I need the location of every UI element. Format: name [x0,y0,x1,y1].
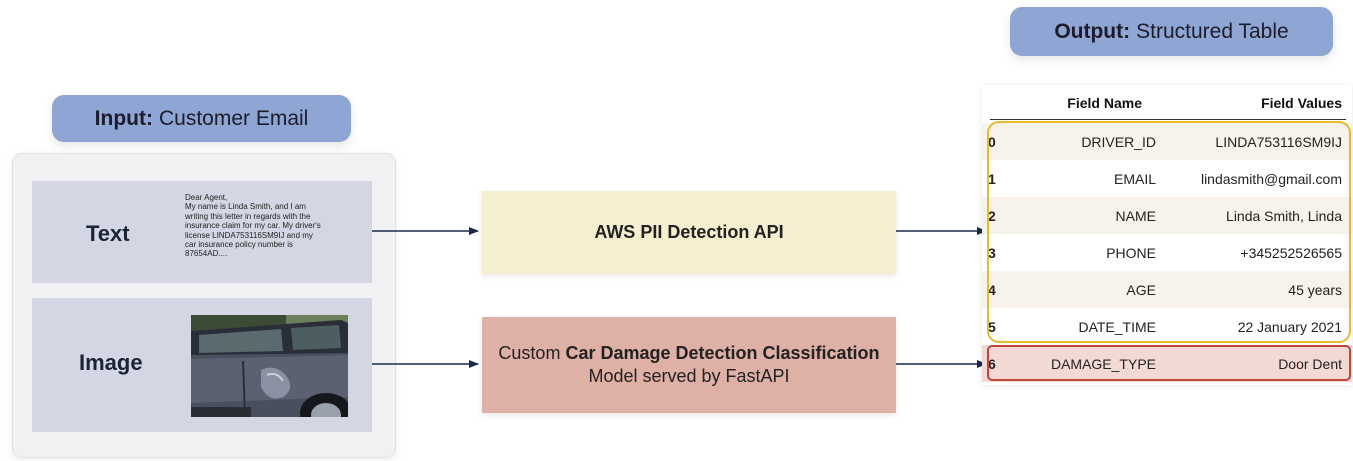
table-body: 0 DRIVER_ID LINDA753116SM9IJ 1 EMAIL lin… [982,123,1352,382]
table-row: 1 EMAIL lindasmith@gmail.com [982,160,1352,197]
damage-model-post: Model served by FastAPI [588,366,790,386]
row-index: 5 [988,318,996,335]
email-body-text: Dear Agent, My name is Linda Smith, and … [185,193,321,259]
row-index: 6 [988,355,996,372]
row-field-name: DAMAGE_TYPE [1050,355,1156,372]
input-label: Input: Customer Email [52,95,351,142]
damage-model-label: Custom Car Damage Detection Classificati… [489,342,889,388]
pii-detection-box: AWS PII Detection API [482,191,896,274]
row-field-name: NAME [1115,207,1156,224]
row-index: 1 [988,170,996,187]
table-row: 4 AGE 45 years [982,271,1352,308]
row-index: 2 [988,207,996,224]
table-row: 0 DRIVER_ID LINDA753116SM9IJ [982,123,1352,160]
car-damage-photo [191,315,348,417]
row-field-value: 22 January 2021 [1237,318,1342,335]
row-field-value: +345252526565 [1240,244,1342,261]
damage-model-pre: Custom [498,343,566,363]
row-field-value: lindasmith@gmail.com [1200,170,1342,187]
damage-model-box: Custom Car Damage Detection Classificati… [482,317,896,413]
row-field-value: LINDA753116SM9IJ [1215,133,1342,150]
row-field-value: 45 years [1288,281,1342,298]
input-label-text: Customer Email [158,106,309,130]
row-index: 3 [988,244,996,261]
row-field-value: Door Dent [1278,355,1342,372]
output-label: Output: Structured Table [1010,7,1333,56]
row-field-name: PHONE [1106,244,1156,261]
pii-fields-highlight [987,121,1351,343]
image-card-label: Image [79,350,143,375]
text-card-label: Text [86,221,130,246]
input-label-bold: Input: [94,106,153,130]
text-card: Text Dear Agent, My name is Linda Smith,… [32,181,372,283]
output-label-text: Structured Table [1136,19,1289,43]
row-field-name: DRIVER_ID [1081,133,1156,150]
row-field-name: EMAIL [1113,170,1156,187]
table-row-damage: 6 DAMAGE_TYPE Door Dent [982,345,1352,382]
table-row: 5 DATE_TIME 22 January 2021 [982,308,1352,345]
image-card: Image [32,298,372,432]
row-field-value: Linda Smith, Linda [1226,207,1342,224]
row-index: 0 [988,133,996,150]
damage-model-bold: Car Damage Detection Classification [565,343,880,363]
header-field-values: Field Values [1261,95,1342,111]
row-field-name: DATE_TIME [1078,318,1156,335]
table-row: 2 NAME Linda Smith, Linda [982,197,1352,234]
row-index: 4 [988,281,996,298]
damage-row-highlight [987,345,1351,381]
output-label-bold: Output: [1054,19,1131,43]
header-field-name: Field Name [1067,95,1142,111]
row-field-name: AGE [1126,281,1156,298]
header-divider [990,119,1346,120]
output-table: Field Name Field Values 0 DRIVER_ID LIND… [982,85,1352,385]
table-row: 3 PHONE +345252526565 [982,234,1352,271]
pii-detection-label: AWS PII Detection API [594,222,784,242]
